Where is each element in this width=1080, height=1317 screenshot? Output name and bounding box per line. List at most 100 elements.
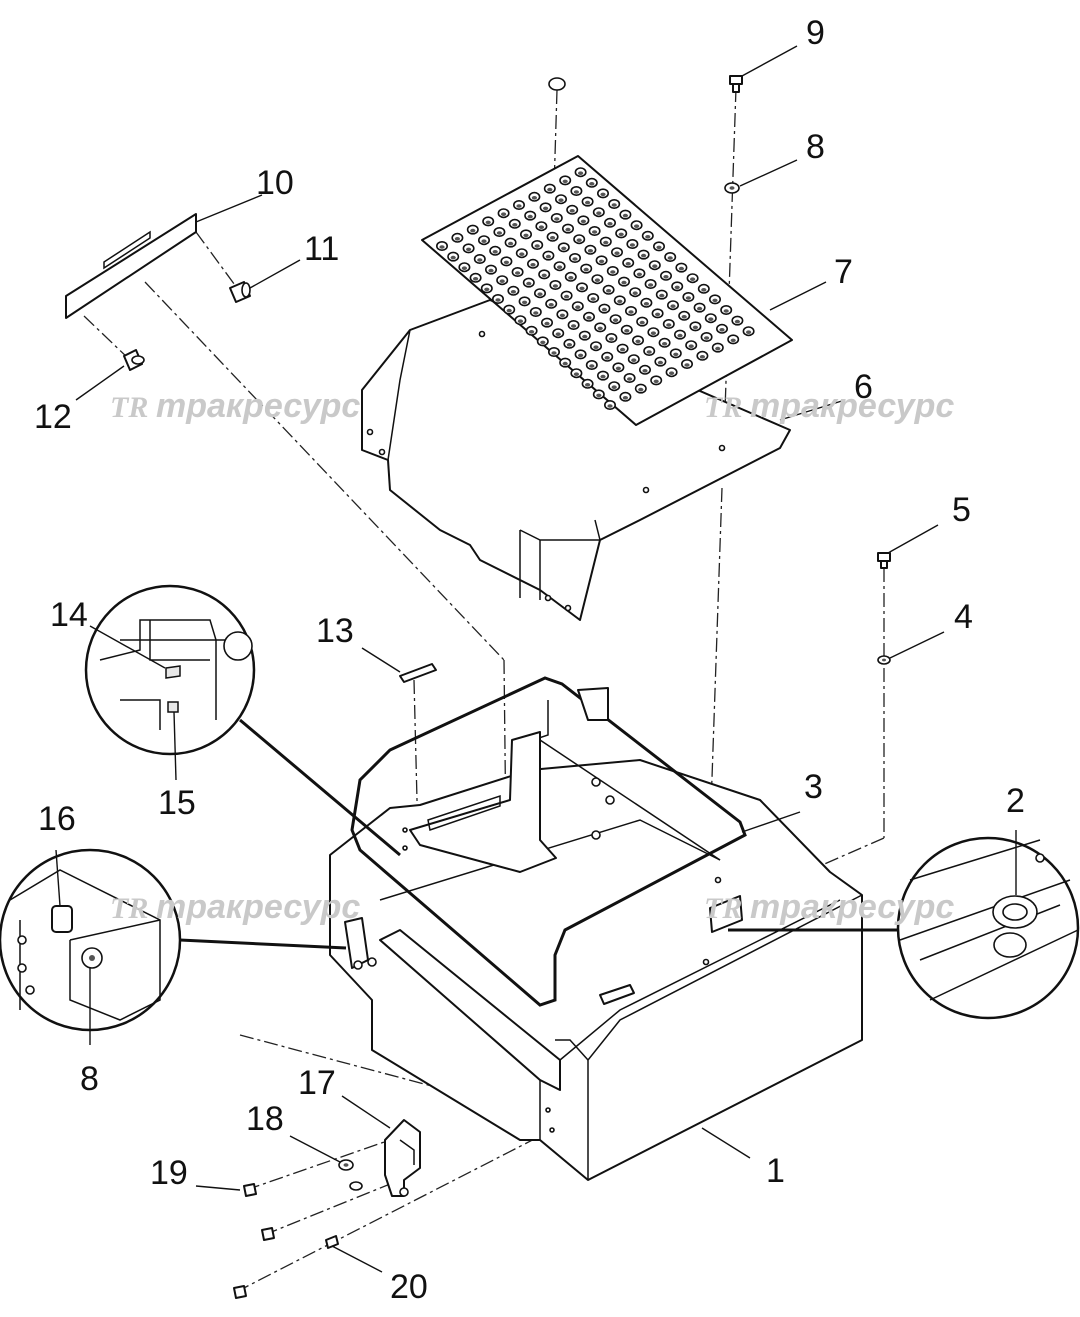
callout-14: 14 [50,596,88,634]
plate-hole-inner [610,270,616,274]
plate-hole-inner [555,332,561,337]
plate-hole-inner [450,255,456,260]
hinge-left [344,917,377,970]
part-19-screw-b [261,1227,275,1241]
plate-hole-inner [550,236,556,240]
plate-hole-inner [578,171,584,175]
plate-hole-inner [564,294,570,299]
plate-holes [435,167,755,410]
plate-hole-inner [523,233,529,238]
watermark-text-3: тракресурс [156,888,360,926]
plate-hole-inner [552,284,559,288]
plate-hole-inner [613,318,619,323]
plate-hole-inner [624,329,630,333]
plate-hole-inner [692,325,699,330]
plate-hole-inner [537,292,543,297]
callout-5: 5 [952,491,971,529]
callout-labels: 1 2 3 4 5 6 7 8 8 9 10 11 12 13 14 15 16… [34,14,1025,1306]
plate-hole-inner [506,308,512,313]
watermark-text-4: тракресурс [750,888,954,926]
callout-17: 17 [298,1064,336,1102]
plate-hole-inner [635,339,641,344]
plate-hole-inner [554,217,560,221]
watermarks: TR тракресурс TR тракресурс TR тракресур… [110,387,954,926]
detail-circle-16-8 [0,848,347,1032]
watermark-logo-2: TR [704,391,742,424]
plate-hole-inner [580,219,587,224]
plate-hole-inner [611,203,617,207]
plate-hole-inner [684,363,690,367]
plate-hole-inner [495,298,501,302]
plate-hole-inner [461,266,467,271]
plate-hole-inner [667,256,673,260]
plate-hole-inner [615,366,622,371]
dashline-rivet-11 [195,231,241,293]
plate-hole-inner [569,209,575,213]
plate-hole-inner [641,253,647,258]
callout-13: 13 [316,612,354,650]
plate-hole-inner [579,286,585,291]
plate-hole-inner [545,254,552,259]
plate-hole-inner [685,296,692,300]
callout-18: 18 [246,1100,284,1138]
plate-hole-inner [515,271,521,275]
plate-hole-inner [543,206,549,211]
fasteners [65,75,891,1299]
plate-hole-inner [673,352,679,357]
plate-hole-inner [607,404,613,408]
watermark-text-1: тракресурс [156,387,360,425]
plate-hole-inner [618,232,624,237]
plate-hole-inner [604,356,610,360]
plate-hole-inner [614,251,620,255]
plate-hole-inner [572,257,578,261]
callout-9: 9 [806,14,825,52]
plate-hole-inner [636,272,643,277]
part-19-screw [243,1183,257,1197]
plate-hole-inner [576,238,582,242]
plate-hole-inner [600,192,606,197]
plate-hole-inner [746,330,752,335]
plate-hole-inner [484,287,490,292]
plate-hole-inner [551,351,557,355]
plate-hole-inner [548,303,554,307]
dashline-screw-19 [245,1139,391,1191]
plate-hole-inner [586,316,592,320]
dashline-plate-10 [144,281,505,661]
plate-hole-inner [540,340,546,345]
part-3-frame [350,676,747,1007]
plate-hole-inner [496,231,502,235]
plate-hole-inner [562,179,568,184]
detail-circle-14-15 [84,584,401,857]
plate-hole-inner [620,347,626,352]
plate-hole-inner [522,300,528,305]
plate-hole-inner [541,273,547,278]
plate-hole-inner [646,350,652,354]
part-20-pin [325,1235,339,1249]
callout-1: 1 [766,1152,785,1190]
plate-hole-inner [557,265,563,270]
plate-hole-inner [699,355,706,359]
plate-hole-inner [488,268,494,273]
plate-hole-inner [544,321,550,326]
plate-hole-inner [662,342,668,346]
plate-hole-inner [723,309,729,313]
callout-20: 20 [390,1268,428,1306]
plate-hole-inner [561,246,567,251]
plate-hole-inner [499,279,505,284]
plate-hole-inner [631,358,637,363]
plate-hole-inner [663,275,669,279]
callout-4: 4 [954,598,973,636]
plate-hole-inner [599,259,605,264]
plate-hole-inner [617,299,623,304]
plate-hole-inner [575,305,581,310]
plate-hole-inner [601,307,608,312]
detail-pointer-1 [239,718,401,857]
part-10-nameplate [65,213,197,319]
part-9-bolt [729,75,743,93]
plate-hole-inner [708,317,714,322]
plate-hole-inner [582,334,588,339]
plate-hole-inner [593,345,599,350]
plate-hole-inner [573,190,580,194]
plate-hole-inner [492,250,498,254]
